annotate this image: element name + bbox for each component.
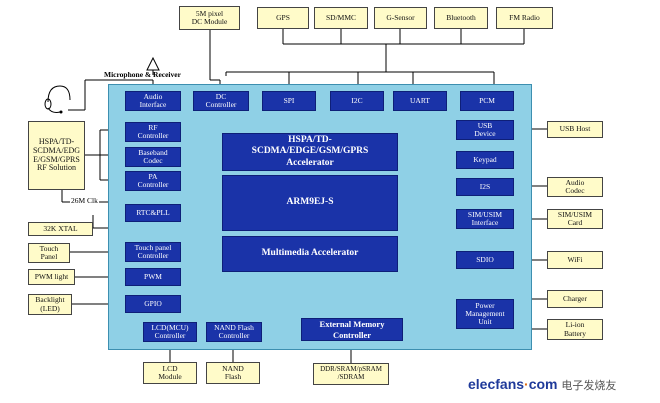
gsensor-box: G-Sensor — [374, 7, 427, 29]
nand-flash-box: NAND Flash — [206, 362, 260, 384]
memory-types-box: DDR/SRAM/pSRAM /SDRAM — [313, 363, 389, 385]
pa-controller-block: PA Controller — [125, 171, 181, 191]
nand-controller-block: NAND Flash Controller — [206, 322, 262, 342]
battery-box: Li-ion Battery — [547, 319, 603, 340]
power-management-block: Power Management Unit — [456, 299, 514, 329]
usb-host-box: USB Host — [547, 121, 603, 138]
watermark-brand: elecfans — [468, 376, 525, 392]
lcd-controller-block: LCD(MCU) Controller — [143, 322, 197, 342]
rtc-pll-block: RTC&PLL — [125, 204, 181, 222]
i2c-block: I2C — [330, 91, 384, 111]
sim-card-box: SIM/USIM Card — [547, 209, 603, 229]
rf-solution-box: HSPA/TD- SCDMA/EDG E/GSM/GPRS RF Solutio… — [28, 121, 85, 190]
watermark-tld: com — [528, 376, 558, 392]
watermark-chinese: 电子发烧友 — [561, 379, 617, 392]
multimedia-accelerator-block: Multimedia Accelerator — [222, 236, 398, 272]
charger-box: Charger — [547, 290, 603, 308]
baseband-codec-block: Baseband Codec — [125, 147, 181, 167]
fm-radio-box: FM Radio — [496, 7, 553, 29]
dc-module-box: 5M pixel DC Module — [179, 6, 240, 30]
sdmmc-box: SD/MMC — [314, 7, 368, 29]
gpio-block: GPIO — [125, 295, 181, 313]
lcd-module-box: LCD Module — [143, 362, 197, 384]
touch-panel-box: Touch Panel — [28, 243, 70, 263]
wifi-box: WiFi — [547, 251, 603, 269]
sdio-block: SDIO — [456, 251, 514, 269]
audio-interface-block: Audio Interface — [125, 91, 181, 111]
i2s-block: I2S — [456, 178, 514, 196]
pwm-light-box: PWM light — [28, 269, 75, 285]
clk-label: 26M Clk — [70, 196, 99, 205]
microphone-icon — [146, 56, 160, 75]
spi-block: SPI — [262, 91, 316, 111]
pcm-block: PCM — [460, 91, 514, 111]
headset-icon — [44, 85, 71, 114]
pwm-block: PWM — [125, 268, 181, 286]
external-memory-controller-block: External Memory Controller — [301, 318, 403, 341]
hspa-accelerator-block: HSPA/TD- SCDMA/EDGE/GSM/GPRS Accelerator — [222, 133, 398, 171]
audio-codec-box: Audio Codec — [547, 177, 603, 197]
sim-interface-block: SIM/USIM Interface — [456, 209, 514, 229]
bluetooth-box: Bluetooth — [434, 7, 488, 29]
touch-panel-controller-block: Touch panel Controller — [125, 242, 181, 262]
backlight-box: Backlight (LED) — [28, 294, 72, 315]
elecfans-watermark: elecfans·com 电子发烧友 — [468, 376, 616, 393]
watermark-dot: · — [524, 376, 529, 392]
keypad-block: Keypad — [456, 151, 514, 169]
arm9ejs-core-block: ARM9EJ-S — [222, 175, 398, 231]
xtal-box: 32K XTAL — [28, 222, 93, 236]
uart-block: UART — [393, 91, 447, 111]
gps-box: GPS — [257, 7, 309, 29]
usb-device-block: USB Device — [456, 120, 514, 140]
dc-controller-block: DC Controller — [193, 91, 249, 111]
rf-controller-block: RF Controller — [125, 122, 181, 142]
mic-receiver-label: Microphone & Receiver — [104, 70, 181, 79]
